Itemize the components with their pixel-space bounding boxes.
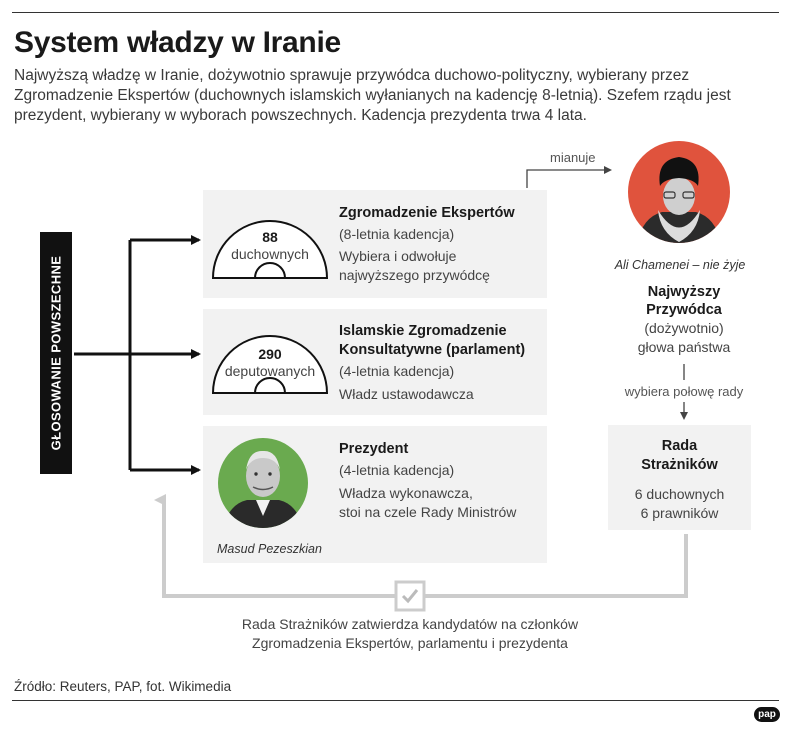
- approval-line-1: Rada Strażników zatwierdza kandydatów na…: [241, 616, 579, 632]
- council-desc-1: 6 duchownych: [634, 486, 725, 502]
- elects-half-label: wybiera połowę rady: [624, 384, 744, 399]
- leader-term: (dożywotnio): [644, 320, 724, 336]
- leader-title-1: Najwyższy: [647, 284, 721, 300]
- president-desc-1: Władza wykonawcza,: [339, 485, 473, 501]
- experts-count-label: duchownych: [231, 246, 309, 262]
- parliament-term: (4-letnia kadencja): [339, 363, 455, 379]
- experts-term: (8-letnia kadencja): [339, 226, 455, 242]
- parliament-desc: Władz ustawodawcza: [339, 386, 474, 402]
- parliament-title-2: Konsultatywne (parlament): [339, 342, 526, 358]
- president-photo: [218, 438, 308, 528]
- council-title-2: Strażników: [641, 457, 718, 473]
- bottom-rule: [12, 700, 779, 701]
- experts-desc-2: najwyższego przywódcę: [339, 267, 490, 283]
- pap-logo: pap: [754, 707, 780, 722]
- president-term: (4-letnia kadencja): [339, 462, 455, 478]
- council-title-1: Rada: [661, 438, 698, 454]
- president-desc-2: stoi na czele Rady Ministrów: [339, 504, 517, 520]
- intro-text: Najwyższą władzę w Iranie, dożywotnio sp…: [14, 67, 731, 124]
- popular-vote-label: GŁOSOWANIE POWSZECHNE: [48, 255, 64, 451]
- approval-loop: [154, 494, 688, 612]
- leader-desc: głowa państwa: [637, 339, 731, 355]
- experts-chamber-icon: [211, 220, 329, 279]
- top-rule: [12, 12, 779, 13]
- page-title: System władzy w Iranie: [14, 26, 341, 59]
- leader-title-2: Przywódca: [646, 302, 722, 318]
- parliament-title-1: Islamskie Zgromadzenie: [339, 323, 507, 339]
- parliament-count: 290: [258, 346, 282, 362]
- leader-photo: [628, 141, 730, 243]
- vote-arrows: [74, 235, 201, 475]
- president-photo-caption: Masud Pezeszkian: [217, 542, 322, 556]
- approval-line-2: Zgromadzenia Ekspertów, parlamentu i pre…: [252, 635, 568, 651]
- experts-desc-1: Wybiera i odwołuje: [339, 248, 457, 264]
- appoints-label: mianuje: [550, 150, 596, 165]
- parliament-count-label: deputowanych: [224, 363, 316, 379]
- council-desc-2: 6 prawników: [640, 505, 719, 521]
- council-panel: [608, 425, 751, 530]
- source-note: Źródło: Reuters, PAP, fot. Wikimedia: [14, 679, 232, 694]
- experts-title: Zgromadzenie Ekspertów: [339, 205, 515, 221]
- parliament-chamber-icon: [211, 335, 329, 394]
- president-title: Prezydent: [339, 441, 409, 457]
- check-icon: [401, 589, 419, 604]
- popular-vote-bar: GŁOSOWANIE POWSZECHNE: [40, 232, 72, 474]
- experts-count: 88: [262, 229, 278, 245]
- leader-photo-caption: Ali Chamenei – nie żyje: [614, 258, 746, 272]
- arrow-appoints: [526, 166, 612, 188]
- checkbox-icon: [394, 580, 426, 612]
